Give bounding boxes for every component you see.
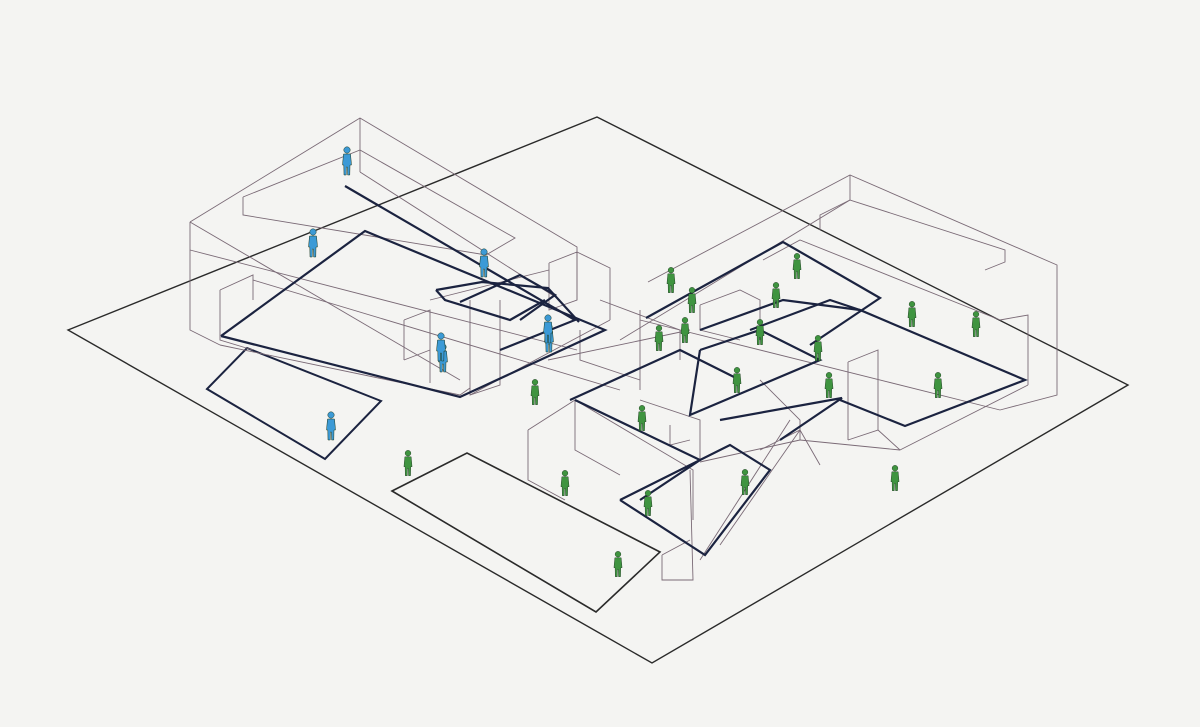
green-figure-0 [666,267,676,293]
volume-edge-17 [849,175,1006,271]
blue-figure-1 [308,228,318,258]
volume-edge-24 [999,314,1029,385]
green-figure-10 [530,379,540,405]
volume-edge-3 [242,149,516,256]
circulation-path-10 [619,443,772,557]
circulation-path-5 [645,240,883,346]
volume-edge-48 [547,329,691,361]
lower-deck-outline [205,346,383,461]
volume-edge-4 [242,197,487,256]
ground-plane [66,116,1130,664]
green-figure-13 [560,470,570,496]
volume-edge-44 [699,419,791,561]
volume-edge-8 [219,274,254,300]
circulation-path-0 [220,229,608,399]
volume-edge-46 [759,379,801,440]
ground-outline [66,116,1130,664]
green-figure-11 [637,405,647,431]
circulation-path-9 [574,399,703,501]
volume-edge-18 [819,199,851,230]
volume-edge-5 [189,221,461,381]
circulation-path-2 [435,280,580,323]
volume-edge-30 [661,469,694,581]
circulation-path-3 [435,289,546,322]
volume-edge-28 [527,430,566,501]
volume-edge-11 [403,349,431,361]
circulation-path-4 [459,273,558,321]
volume-edge-23 [877,384,1029,451]
volume-edge-33 [639,399,701,460]
green-figure-15 [890,465,900,491]
blue-figure-6 [436,332,446,362]
green-figure-16 [643,490,653,516]
green-figure-7 [732,367,742,393]
blue-figure-0 [342,146,352,176]
green-figure-8 [824,372,834,398]
volume-edge-14 [469,300,501,396]
circulation-paths [220,185,1028,557]
volume-edge-15 [429,269,550,301]
volume-edge-43 [639,319,1001,411]
green-figure-18 [687,287,697,313]
volume-edge-21 [847,349,879,441]
volume-edge-45 [719,429,801,546]
circulation-path-7 [688,328,823,417]
volume-edge-16 [647,174,1058,411]
blue-figure-2 [479,248,489,278]
blue-figure-5 [326,411,336,441]
volume-edge-39 [189,249,578,351]
green-figure-9 [933,372,943,398]
green-figure-5 [680,317,690,343]
volume-edge-34 [669,425,691,446]
green-figure-3 [907,301,917,327]
volume-edge-32 [699,439,801,463]
volume-edge-26 [762,239,1001,321]
volume-edge-29 [574,400,621,476]
volume-edge-25 [799,439,901,451]
green-figure-17 [613,551,623,577]
volume-edge-27 [527,399,694,520]
green-figure-12 [403,450,413,476]
volume-edge-38 [759,429,821,466]
green-figure-19 [755,319,765,345]
volume-edge-6 [219,344,471,396]
blue-figure-7 [543,314,553,344]
green-figure-2 [771,282,781,308]
volume-edge-13 [576,251,611,320]
green-figure-14 [740,469,750,495]
volume-edge-40 [252,279,621,391]
terrace-outline [390,452,662,613]
volume-edge-7 [219,290,254,351]
volume-edge-12 [548,251,578,311]
circulation-path-1 [344,185,578,352]
human-figures [308,146,981,577]
circulation-path-6 [699,298,1028,428]
green-figure-20 [813,335,823,361]
volume-edge-1 [189,222,221,346]
volume-edge-35 [579,330,641,381]
green-figure-1 [792,253,802,279]
circulation-path-8 [569,348,741,402]
circulation-path-11 [719,396,843,441]
volume-edge-9 [403,309,431,383]
circulation-path-12 [749,298,861,332]
green-figure-6 [654,325,664,351]
volume-edge-42 [619,199,851,341]
green-figure-4 [971,311,981,337]
building-volumes [189,117,1058,581]
